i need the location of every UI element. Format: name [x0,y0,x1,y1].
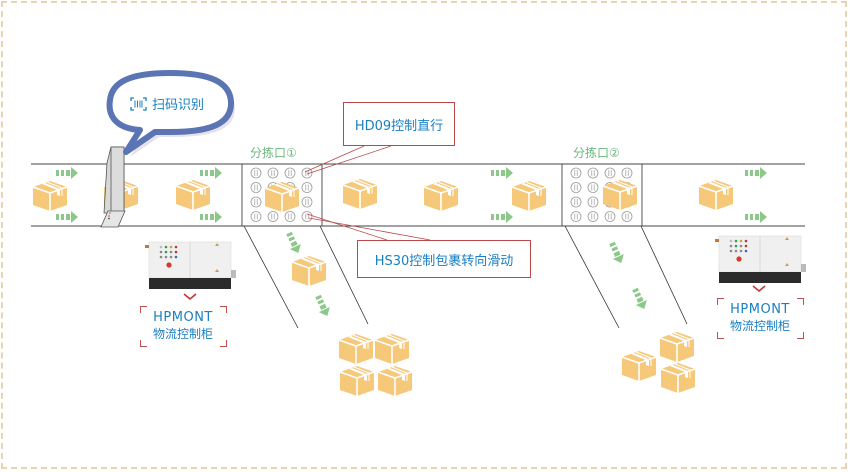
flow-arrow-icon [745,211,767,223]
roller-icon [570,196,582,208]
bracket-corner [797,298,804,305]
package-icon [374,333,410,365]
scan-label-group: 扫码识别 [130,94,204,113]
roller-icon [250,211,262,222]
package-icon [338,333,374,365]
scan-label: 扫码识别 [152,98,205,113]
flow-arrow-icon [283,230,304,256]
flow-arrow-icon [606,240,627,266]
roller-icon [570,211,582,222]
roller-icon [267,211,279,222]
flow-arrow-icon [491,211,513,223]
flow-arrow-icon [629,286,650,312]
control-cabinet-2 [714,235,807,293]
package-icon [423,180,459,212]
roller-icon [621,167,633,179]
roller-icon [284,211,296,222]
bracket-corner [220,306,227,313]
hs30-callout-text: HS30控制包裹转向滑动 [374,253,514,269]
control-cabinet-1 [144,241,237,301]
barcode-scan-icon [130,96,147,111]
roller-icon [587,196,599,208]
bracket-corner [717,298,724,305]
scanner-gate [100,146,126,228]
roller-icon [301,211,313,222]
flow-arrows [56,167,767,223]
sort-port-2-label: 分拣口② [573,146,620,160]
roller-icon [250,167,262,179]
flow-arrow-icon [312,293,333,319]
roller-icon [604,211,616,222]
chute-1 [243,225,369,329]
chute-2 [564,225,688,329]
roller-icon [604,167,616,179]
flow-arrow-icon [56,167,78,179]
roller-icon [250,182,262,193]
roller-icon [284,167,296,179]
sort-port-1-label: 分拣口① [250,146,297,160]
bracket-corner [717,332,724,339]
package-icon [659,331,695,363]
package-icon [342,178,378,210]
roller-icon [587,211,599,222]
flow-arrow-icon [745,167,767,179]
package-icon [602,179,638,211]
package-icon [511,180,547,212]
flow-arrow-icon [491,167,513,179]
package-icon [32,180,68,212]
package-icon [291,255,327,287]
bracket-corner [220,340,227,347]
package-icon [698,179,734,211]
hd09-callout: HD09控制直行 [343,102,455,146]
hs30-callout: HS30控制包裹转向滑动 [357,240,531,278]
package-icon [264,181,300,213]
cabinet-2-label: HPMONT 物流控制柜 [717,302,803,334]
callout-leaders [304,145,431,241]
flow-arrow-icon [56,211,78,223]
roller-icon [267,167,279,179]
cabinet-1-brand: HPMONT [153,310,213,325]
roller-icon [301,196,313,208]
flow-arrow-icon [200,211,222,223]
conveyor-rails [31,163,805,227]
package-icon [660,362,696,394]
package-icon [377,365,413,397]
cabinet-2-desc: 物流控制柜 [729,319,790,333]
bracket-corner [797,332,804,339]
hd09-callout-text: HD09控制直行 [354,118,444,134]
package-icon [621,350,657,382]
roller-icon [570,182,582,193]
cabinet-1-desc: 物流控制柜 [152,327,213,341]
bracket-corner [140,306,147,313]
roller-icon [570,167,582,179]
roller-icon [621,211,633,222]
bracket-corner [140,340,147,347]
roller-icon [587,182,599,193]
package-icon [175,179,211,211]
cabinet-1-label: HPMONT 物流控制柜 [140,310,226,342]
scan-bubble [106,70,236,157]
roller-icon [587,167,599,179]
roller-icon [250,196,262,208]
flow-arrow-icon [200,167,222,179]
cabinet-2-brand: HPMONT [730,302,790,317]
package-icon [339,365,375,397]
roller-icon [301,182,313,193]
